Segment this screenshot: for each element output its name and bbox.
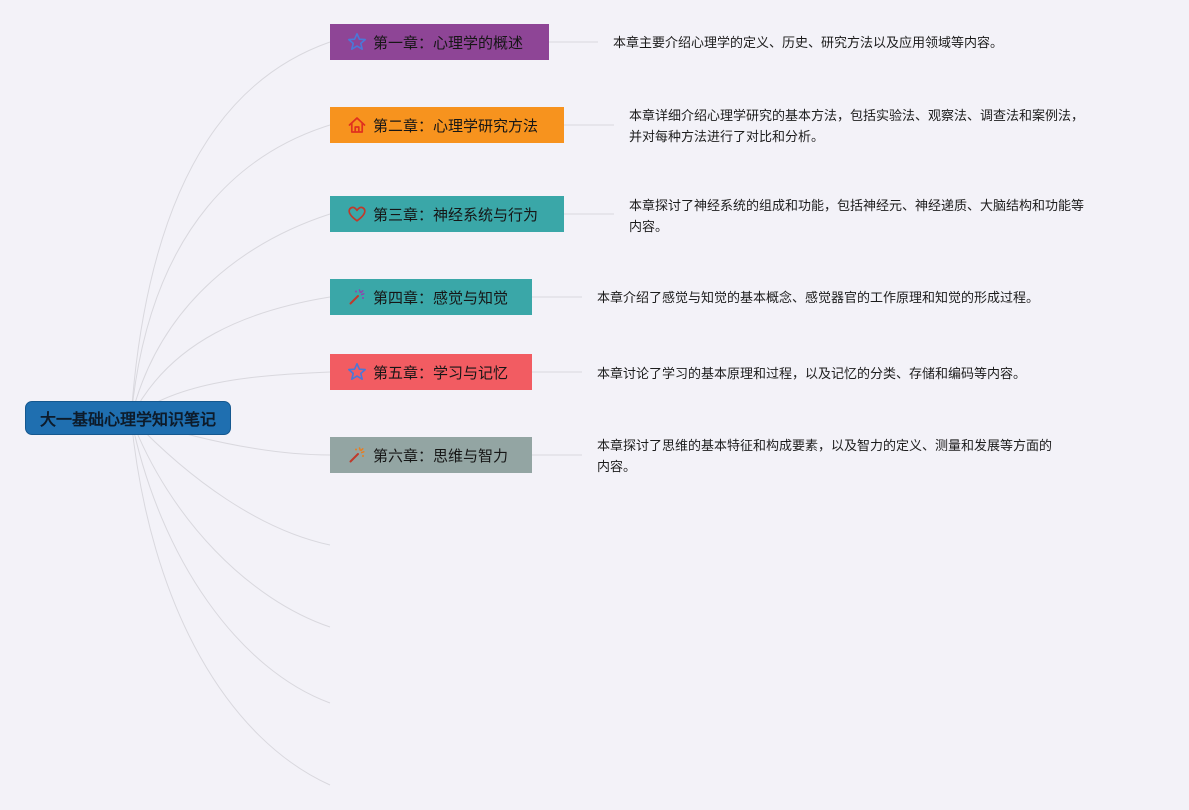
branch-connector <box>130 296 331 419</box>
chapter-description-3: 本章探讨了神经系统的组成和功能，包括神经元、神经递质、大脑结构和功能等 内容。 <box>629 196 1084 238</box>
branch-connector <box>130 417 331 786</box>
heart-icon <box>347 204 367 224</box>
chapter-label: 第三章：神经系统与行为 <box>373 205 539 224</box>
chapter-label: 第四章：感觉与知觉 <box>373 288 509 307</box>
chapter-description-1: 本章主要介绍心理学的定义、历史、研究方法以及应用领域等内容。 <box>613 33 1003 54</box>
branch-connector <box>130 417 331 628</box>
description-line: 本章讨论了学习的基本原理和过程，以及记忆的分类、存储和编码等内容。 <box>597 367 1027 382</box>
magic-wand-icon <box>347 445 367 465</box>
chapter-description-4: 本章介绍了感觉与知觉的基本概念、感觉器官的工作原理和知觉的形成过程。 <box>597 288 1039 309</box>
description-line: 并对每种方法进行了对比和分析。 <box>629 130 825 145</box>
description-line: 本章探讨了神经系统的组成和功能，包括神经元、神经递质、大脑结构和功能等 <box>629 199 1085 214</box>
chapter-node-4[interactable]: 第四章：感觉与知觉 <box>330 279 532 315</box>
description-line: 本章介绍了感觉与知觉的基本概念、感觉器官的工作原理和知觉的形成过程。 <box>597 291 1040 306</box>
root-topic[interactable]: 大一基础心理学知识笔记 <box>25 401 231 435</box>
star-icon <box>347 32 367 52</box>
description-line: 内容。 <box>629 220 669 235</box>
chapter-label: 第二章：心理学研究方法 <box>373 116 539 135</box>
branch-connector <box>130 124 331 419</box>
chapter-node-2[interactable]: 第二章：心理学研究方法 <box>330 107 564 143</box>
description-line: 本章探讨了思维的基本特征和构成要素，以及智力的定义、测量和发展等方面的 <box>597 439 1053 454</box>
chapter-label: 第六章：思维与智力 <box>373 446 509 465</box>
description-line: 本章主要介绍心理学的定义、历史、研究方法以及应用领域等内容。 <box>613 36 1004 51</box>
description-line: 本章详细介绍心理学研究的基本方法，包括实验法、观察法、调查法和案例法， <box>629 109 1085 124</box>
chapter-label: 第一章：心理学的概述 <box>373 33 524 52</box>
chapter-node-5[interactable]: 第五章：学习与记忆 <box>330 354 532 390</box>
chapter-node-1[interactable]: 第一章：心理学的概述 <box>330 24 549 60</box>
chapter-node-3[interactable]: 第三章：神经系统与行为 <box>330 196 564 232</box>
star-icon <box>347 362 367 382</box>
chapter-description-5: 本章讨论了学习的基本原理和过程，以及记忆的分类、存储和编码等内容。 <box>597 364 1026 385</box>
chapter-node-6[interactable]: 第六章：思维与智力 <box>330 437 532 473</box>
branch-connector <box>130 417 331 704</box>
chapter-description-2: 本章详细介绍心理学研究的基本方法，包括实验法、观察法、调查法和案例法， 并对每种… <box>629 106 1084 148</box>
branch-connector <box>130 213 331 419</box>
home-icon <box>347 115 367 135</box>
chapter-label: 第五章：学习与记忆 <box>373 363 509 382</box>
magic-wand-icon <box>347 287 367 307</box>
branch-connector <box>130 41 331 419</box>
branch-connector <box>130 417 331 546</box>
chapter-description-6: 本章探讨了思维的基本特征和构成要素，以及智力的定义、测量和发展等方面的 内容。 <box>597 436 1052 478</box>
description-line: 内容。 <box>597 460 637 475</box>
